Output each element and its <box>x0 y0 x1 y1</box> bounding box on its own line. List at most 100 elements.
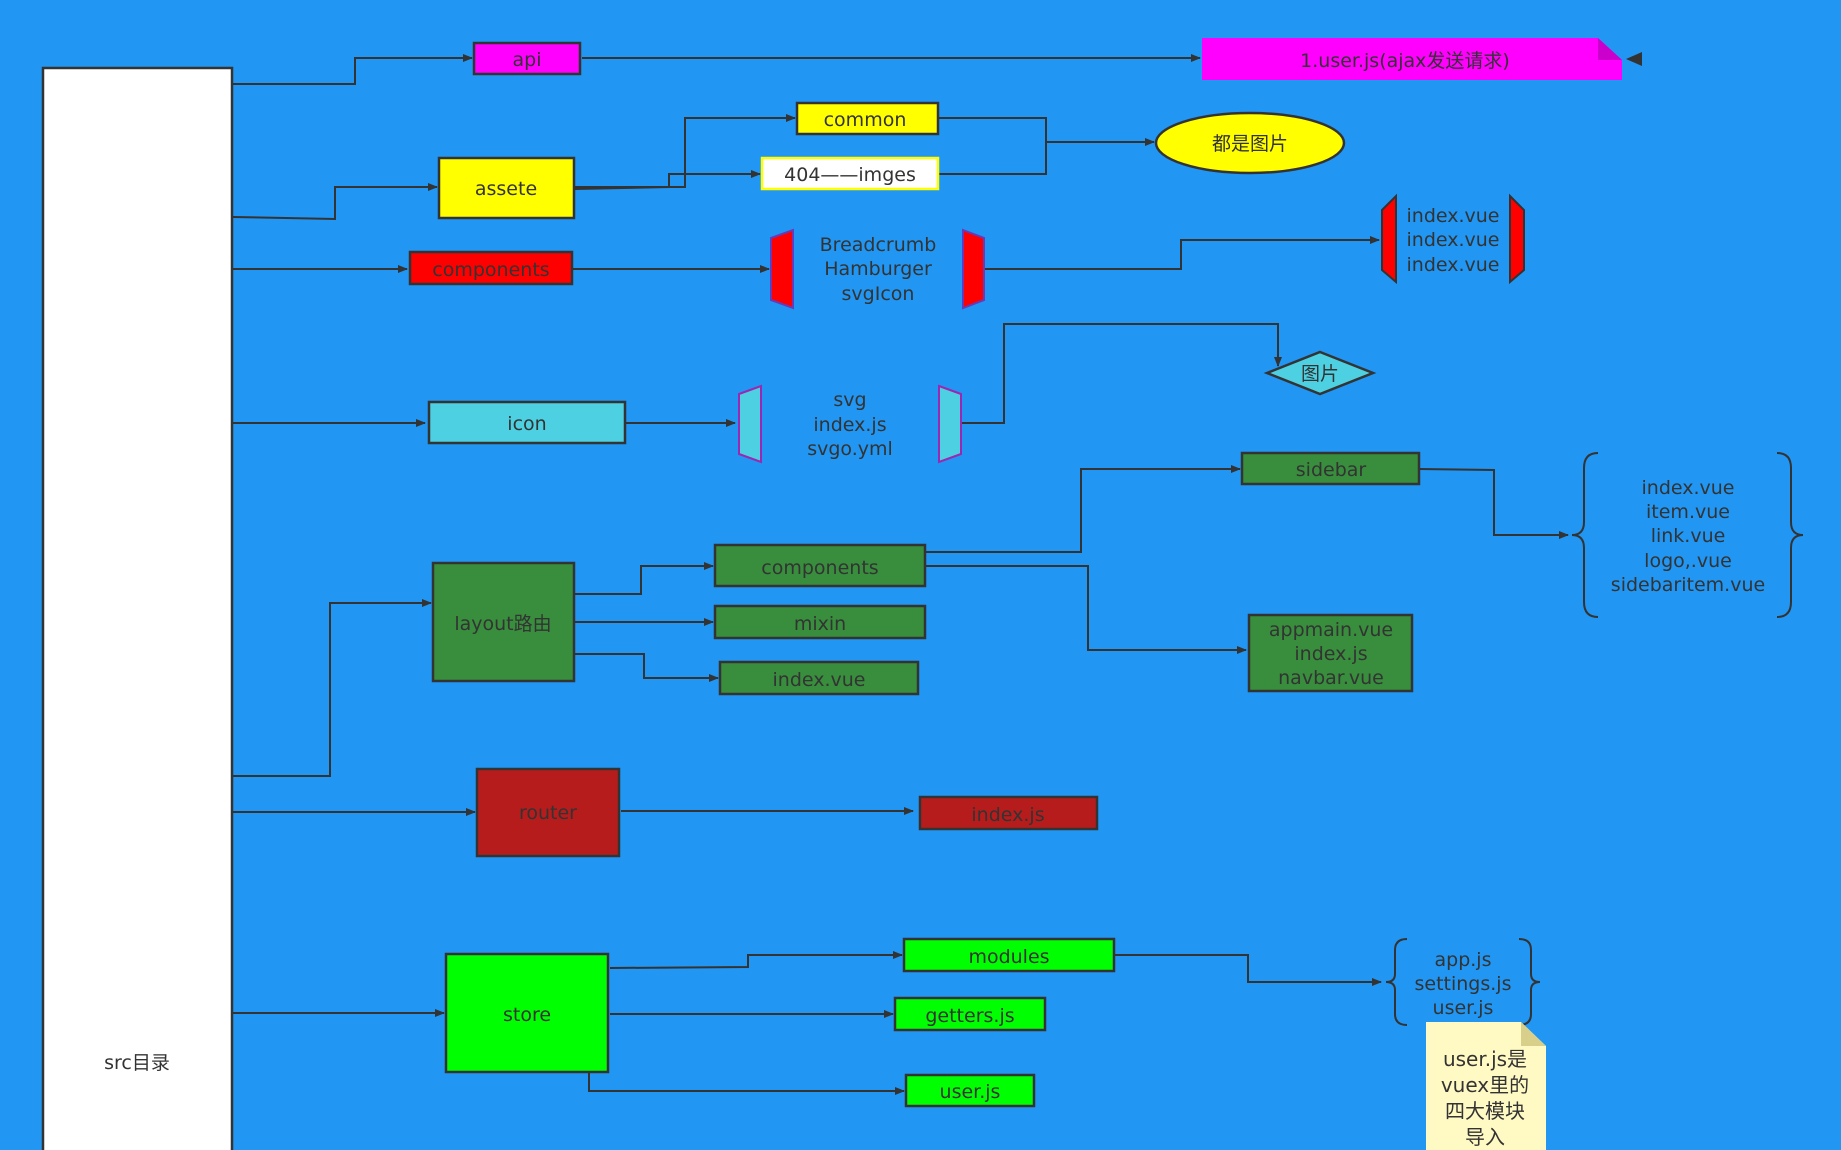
components-list-node: Breadcrumb Hamburger svgIcon <box>770 228 985 310</box>
arrowhead-icon <box>1626 52 1642 66</box>
store-module-file-item: user.js <box>1433 997 1494 1019</box>
bracket-right-icon <box>938 384 962 464</box>
router-node: router <box>475 767 621 858</box>
page-fold-icon <box>1598 38 1622 60</box>
brace-left-icon <box>1385 938 1408 1026</box>
assets-common-label: common <box>824 109 907 131</box>
store-modules-node: modules <box>902 937 1116 973</box>
store-user-node: user.js <box>904 1073 1036 1108</box>
sidebar-file-item: link.vue <box>1651 525 1726 547</box>
connector-modules-files <box>1115 954 1382 986</box>
layout-sidebar-label: sidebar <box>1296 459 1367 481</box>
connector-components-sidebar <box>926 465 1241 553</box>
store-module-file-item: app.js <box>1435 949 1492 971</box>
router-label: router <box>519 802 577 824</box>
layout-main-file-item: navbar.vue <box>1278 667 1384 689</box>
assets-note-node: 都是图片 <box>1154 111 1346 175</box>
bracket-left-icon <box>738 384 762 464</box>
connector-list-diamond <box>961 323 1282 424</box>
bracket-right-icon <box>1509 193 1525 285</box>
bracket-left-icon <box>1381 193 1397 285</box>
sidebar-file-item: logo,.vue <box>1644 550 1732 572</box>
src-root-label: src目录 <box>104 1052 170 1074</box>
connector-store-modules <box>609 951 903 969</box>
layout-node: layout路由 <box>431 561 576 683</box>
store-module-file-item: settings.js <box>1415 973 1512 995</box>
components-list-item: svgIcon <box>842 283 915 305</box>
components-label: components <box>432 259 549 281</box>
components-file-item: index.vue <box>1407 254 1500 276</box>
connector-src-api <box>233 54 473 85</box>
assets-note-label: 都是图片 <box>1212 133 1288 155</box>
assets-images-node: 404——imges <box>760 156 940 191</box>
api-file-label: 1.user.js(ajax发送请求) <box>1300 50 1510 72</box>
store-note-line: user.js是 <box>1443 1047 1527 1071</box>
connectors <box>232 54 1569 1095</box>
connector-images-merge <box>939 141 1047 175</box>
components-file-item: index.vue <box>1407 229 1500 251</box>
router-index-node: index.js <box>918 795 1099 831</box>
layout-components-node: components <box>713 543 927 588</box>
icon-diamond-label: 图片 <box>1301 363 1339 385</box>
layout-main-file-item: appmain.vue <box>1269 619 1393 641</box>
layout-components-label: components <box>761 557 878 579</box>
icon-label: icon <box>507 413 546 435</box>
icon-node: icon <box>427 400 627 445</box>
connector-layout-index <box>575 653 719 682</box>
store-note-node: user.js是 vuex里的 四大模块 导入 <box>1426 1022 1546 1150</box>
layout-mixin-node: mixin <box>713 604 927 640</box>
connector-assets-images <box>574 170 761 190</box>
layout-index-label: index.vue <box>773 669 866 691</box>
sidebar-file-item: item.vue <box>1646 501 1730 523</box>
icon-list-item: svgo.yml <box>807 438 893 460</box>
api-file-node: 1.user.js(ajax发送请求) <box>1202 38 1642 80</box>
layout-sidebar-node: sidebar <box>1240 451 1421 486</box>
router-index-label: index.js <box>971 804 1044 826</box>
connector-layout-components <box>575 562 714 595</box>
components-node: components <box>408 250 574 286</box>
icon-diamond-node: 图片 <box>1263 350 1377 396</box>
layout-sidebar-files-node: index.vue item.vue link.vue logo,.vue si… <box>1571 452 1804 618</box>
brace-right-icon <box>1776 452 1804 618</box>
assets-node: assete <box>437 156 576 220</box>
connector-store-user <box>588 1072 905 1095</box>
components-files-node: index.vue index.vue index.vue <box>1381 193 1525 285</box>
connector-sidebar-files <box>1418 468 1569 539</box>
brace-right-icon <box>1518 938 1541 1026</box>
store-label: store <box>503 1004 551 1026</box>
src-root-node: src目录 <box>41 66 234 1150</box>
layout-mixin-label: mixin <box>794 613 846 635</box>
store-note-line: 导入 <box>1465 1125 1505 1149</box>
icon-list-node: svg index.js svgo.yml <box>738 384 962 464</box>
icon-list-item: index.js <box>813 414 886 436</box>
api-label: api <box>513 49 542 71</box>
layout-main-files-node: appmain.vue index.js navbar.vue <box>1247 613 1414 693</box>
connector-list-files <box>985 236 1380 270</box>
store-user-label: user.js <box>940 1081 1001 1103</box>
bracket-right-icon <box>962 228 985 310</box>
connector-components-main <box>926 565 1247 654</box>
store-note-line: vuex里的 <box>1441 1073 1529 1097</box>
connector-src-layout <box>233 599 432 777</box>
connector-common-merge <box>939 117 1047 141</box>
connector-src-assets <box>232 183 438 221</box>
assets-common-node: common <box>795 101 940 136</box>
store-module-files-node: app.js settings.js user.js <box>1385 938 1541 1026</box>
brace-left-icon <box>1571 452 1599 618</box>
layout-index-node: index.vue <box>718 660 920 696</box>
layout-main-file-item: index.js <box>1294 643 1367 665</box>
layout-label: layout路由 <box>454 613 551 635</box>
assets-images-label: 404——imges <box>784 164 916 186</box>
icon-list-item: svg <box>833 389 866 411</box>
assets-label: assete <box>475 178 537 200</box>
store-node: store <box>444 952 610 1074</box>
components-file-item: index.vue <box>1407 205 1500 227</box>
api-node: api <box>472 41 582 76</box>
components-list-item: Breadcrumb <box>820 234 937 256</box>
store-getters-node: getters.js <box>893 996 1047 1032</box>
bracket-left-icon <box>770 228 794 310</box>
sidebar-file-item: index.vue <box>1642 477 1735 499</box>
store-modules-label: modules <box>968 946 1049 968</box>
store-getters-label: getters.js <box>925 1005 1014 1027</box>
